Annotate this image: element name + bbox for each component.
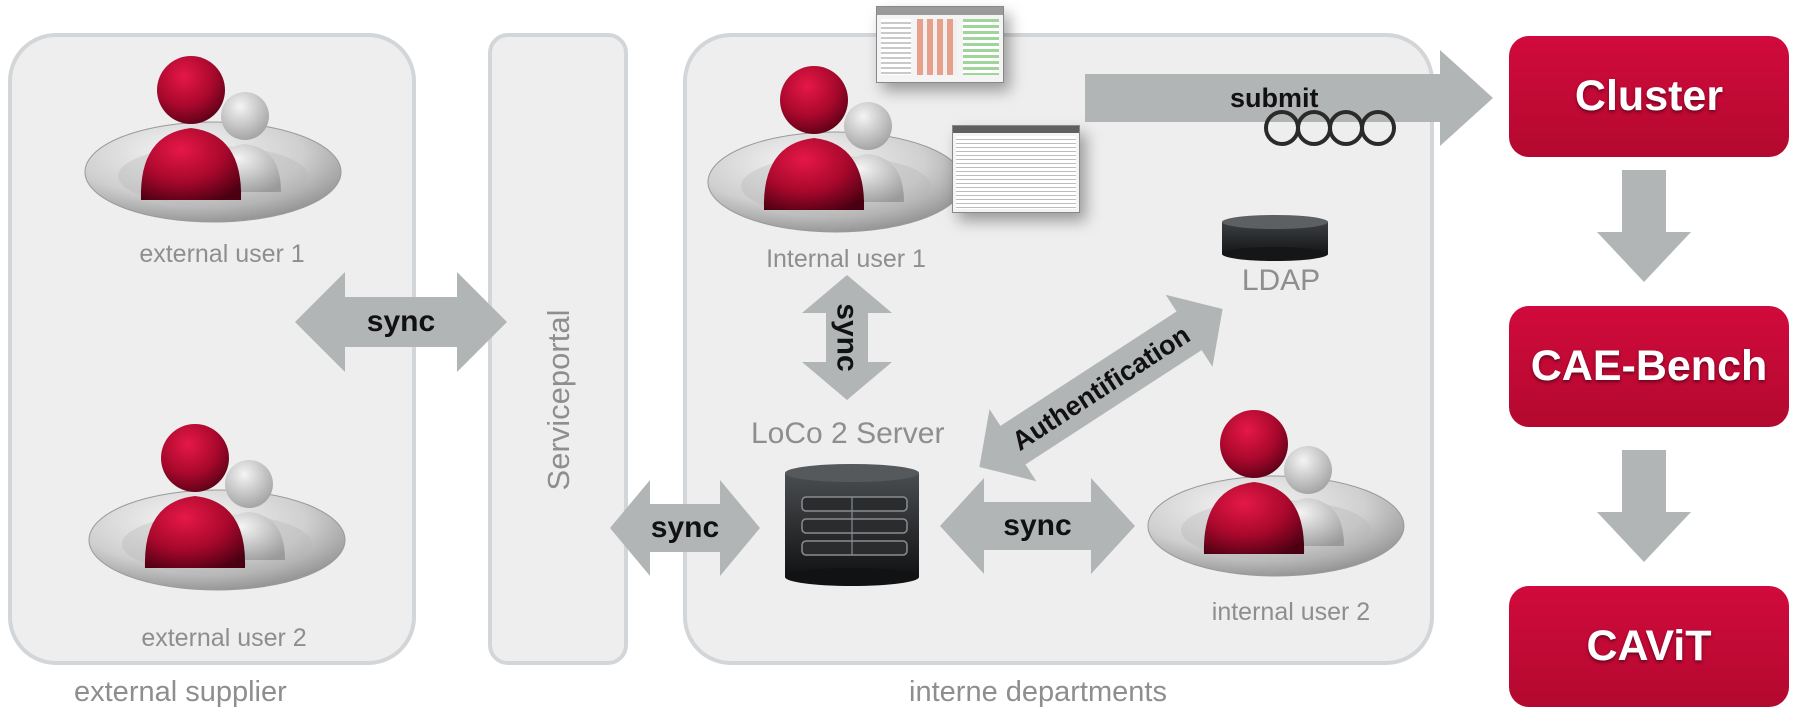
external-user-2-icon [87, 420, 347, 600]
audi-rings-logo [1258, 110, 1418, 146]
internal-user-2-icon [1146, 406, 1406, 586]
internal-user-1-label: Internal user 1 [766, 245, 926, 273]
server-stack-icon [782, 463, 922, 587]
external-supplier-caption: external supplier [74, 676, 287, 708]
internal-departments-caption: interne departments [909, 676, 1167, 708]
serviceportal-panel [488, 33, 628, 665]
cae-bench-label: CAE-Bench [1530, 342, 1768, 390]
pipeline-down-arrow-1 [1597, 170, 1691, 282]
external-user-1-icon [83, 52, 343, 232]
sync-external-arrow: sync [295, 272, 507, 372]
sync-vertical-label: sync [831, 303, 864, 372]
sync-server-user2-arrow: sync [940, 478, 1135, 574]
serviceportal-label: Serviceportal [541, 309, 576, 491]
external-user-1-label: external user 1 [139, 240, 305, 268]
internal-user-1-icon [706, 62, 966, 242]
cavit-box: CAViT [1509, 586, 1789, 707]
cluster-box: Cluster [1509, 36, 1789, 157]
internal-user-2-label: internal user 2 [1211, 598, 1371, 626]
pipeline-down-arrow-2 [1597, 450, 1691, 562]
sync-external-label: sync [366, 305, 436, 338]
cavit-label: CAViT [1586, 622, 1712, 670]
application-screenshot-thumbnail [876, 6, 1004, 83]
cae-bench-box: CAE-Bench [1509, 306, 1789, 427]
cluster-label: Cluster [1574, 72, 1724, 120]
authentication-arrow: Authentification [956, 273, 1246, 503]
external-user-2-label: external user 2 [141, 624, 307, 652]
submit-label: submit [1230, 82, 1319, 113]
ldap-database-icon [1220, 214, 1330, 262]
loco-server-label: LoCo 2 Server [751, 417, 945, 450]
sync-portal-server-arrow: sync [610, 480, 760, 576]
sync-portal-server-label: sync [650, 511, 720, 544]
job-list-screenshot-thumbnail [952, 125, 1080, 213]
ldap-label: LDAP [1241, 264, 1321, 297]
sync-server-user2-label: sync [1003, 509, 1072, 542]
sync-vertical-arrow: sync [802, 275, 892, 400]
